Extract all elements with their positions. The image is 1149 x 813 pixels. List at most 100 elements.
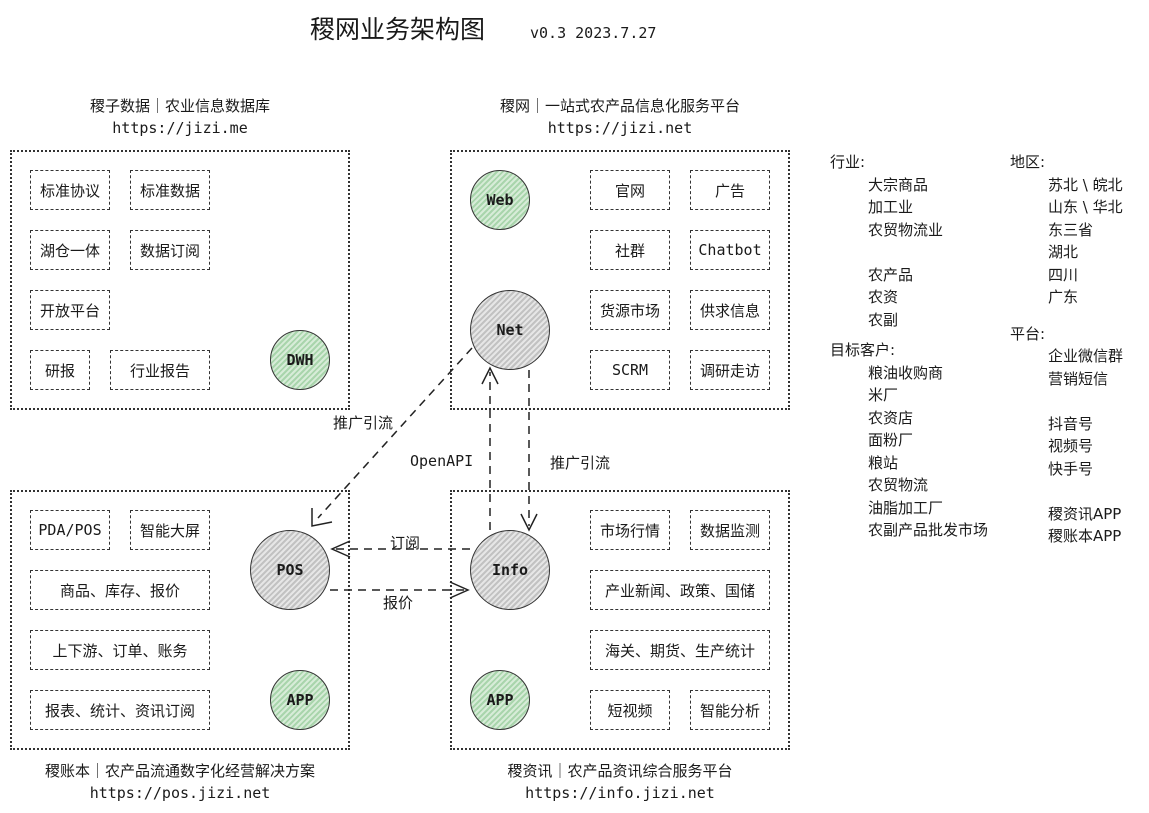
dwh-panel [10,150,350,410]
arrow-openapi-head [481,366,499,385]
box-news-policy-reserve: 产业新闻、政策、国储 [590,570,770,610]
box-supply-demand: 供求信息 [690,290,770,330]
side-column-industry: 行业: 大宗商品 加工业 农贸物流业 农产品 农资 农副 目标客户: 粮油收购商… [830,151,1010,542]
dwh-caption-title: 稷子数据｜农业信息数据库 [89,97,270,115]
box-data-monitoring: 数据监测 [690,510,770,550]
box-reports-stats-subscription: 报表、统计、资讯订阅 [30,690,210,730]
arrow-subscribe-head [330,540,351,558]
product-item: 农产品 [868,265,914,284]
pos-url[interactable]: https://pos.jizi.net [89,784,271,802]
industry-item: 加工业 [868,198,914,216]
label-subscribe: 订阅 [390,534,421,552]
box-customs-futures-stats: 海关、期货、生产统计 [590,630,770,670]
arrow-net-to-pos [317,347,473,519]
pos-caption-title: 稷账本｜农产品流通数字化经营解决方案 [44,762,315,780]
circle-pos-app: APP [270,670,330,730]
platform-item: 稷资讯APP [1048,504,1122,523]
industry-item: 农贸物流业 [868,220,944,239]
info-url[interactable]: https://info.jizi.net [525,784,715,802]
label-net-to-pos: 推广引流 [333,412,394,433]
box-scrm: SCRM [590,350,670,390]
circle-info-app: APP [470,670,530,730]
platform-item: 视频号 [1048,437,1094,455]
region-item: 山东 \ 华北 [1048,198,1123,216]
box-lakehouse: 湖仓一体 [30,230,110,270]
circle-pos: POS [250,530,330,610]
net-panel [450,150,790,410]
box-goods-inventory-quote: 商品、库存、报价 [30,570,210,610]
side-column-region: 地区: 苏北 \ 皖北 山东 \ 华北 东三省 湖北 四川 广东 平台: 企业微… [1010,151,1149,548]
customer-item: 油脂加工厂 [868,498,944,517]
info-caption: 稷资讯｜农产品资讯综合服务平台 https://info.jizi.net [450,760,790,804]
box-industry-report: 行业报告 [110,350,210,390]
region-item: 湖北 [1048,243,1079,261]
dwh-url[interactable]: https://jizi.me [112,119,248,137]
platform-label: 平台: [1010,324,1046,343]
net-caption: 稷网｜一站式农产品信息化服务平台 https://jizi.net [450,95,790,139]
platform-item: 稷账本APP [1048,527,1122,545]
circle-dwh: DWH [270,330,330,390]
region-item: 东三省 [1048,220,1094,239]
box-official-site: 官网 [590,170,670,210]
label-quote: 报价 [383,594,414,612]
arrow-net-to-info-head [520,513,538,532]
circle-dwh-label: DWH [286,351,314,369]
box-field-research: 调研走访 [690,350,770,390]
customer-item: 米厂 [868,386,899,404]
circle-pos-app-label: APP [286,691,314,709]
platform-item: 企业微信群 [1048,347,1124,365]
industry-item: 大宗商品 [868,175,929,194]
customer-label: 目标客户: [830,341,896,359]
net-caption-title: 稷网｜一站式农产品信息化服务平台 [499,97,740,115]
region-item: 苏北 \ 皖北 [1048,175,1123,194]
industry-label: 行业: [830,153,866,171]
platform-item: 抖音号 [1048,414,1094,433]
region-label: 地区: [1010,153,1046,171]
circle-net-label: Net [496,321,524,339]
region-item: 广东 [1048,288,1079,306]
circle-web-label: Web [486,191,514,209]
product-item: 农资 [868,288,899,306]
info-caption-title: 稷资讯｜农产品资讯综合服务平台 [507,762,733,780]
platform-item: 营销短信 [1048,369,1109,388]
circle-info-app-label: APP [486,691,514,709]
label-net-to-info: 推广引流 [550,454,611,472]
net-url[interactable]: https://jizi.net [547,119,693,137]
box-ads: 广告 [690,170,770,210]
box-research: 研报 [30,350,90,390]
box-standard-protocol: 标准协议 [30,170,110,210]
box-data-subscription: 数据订阅 [130,230,210,270]
dwh-caption: 稷子数据｜农业信息数据库 https://jizi.me [10,95,350,139]
customer-item: 粮油收购商 [868,363,944,382]
customer-item: 农资店 [868,408,914,427]
platform-item: 快手号 [1048,459,1094,478]
box-supply-market: 货源市场 [590,290,670,330]
customer-item: 农副产品批发市场 [868,521,989,539]
page-title: 稷网业务架构图 [310,15,486,44]
box-short-video: 短视频 [590,690,670,730]
box-pda-pos: PDA/POS [30,510,110,550]
product-item: 农副 [868,310,899,329]
pos-caption: 稷账本｜农产品流通数字化经营解决方案 https://pos.jizi.net [10,760,350,804]
box-community: 社群 [590,230,670,270]
label-openapi: OpenAPI [410,452,474,470]
region-item: 四川 [1048,265,1079,284]
circle-net: Net [470,290,550,370]
box-smart-analysis: 智能分析 [690,690,770,730]
circle-info: Info [470,530,550,610]
pos-panel [10,490,350,750]
box-smart-screen: 智能大屏 [130,510,210,550]
circle-web: Web [470,170,530,230]
box-chatbot: Chatbot [690,230,770,270]
circle-info-label: Info [491,561,529,579]
version-label: v0.3 2023.7.27 [530,24,657,42]
arrow-quote-head [449,581,470,599]
circle-pos-label: POS [276,561,304,579]
customer-item: 粮站 [868,453,899,472]
info-panel [450,490,790,750]
box-open-platform: 开放平台 [30,290,110,330]
box-standard-data: 标准数据 [130,170,210,210]
customer-item: 面粉厂 [868,431,914,449]
box-upstream-orders-accounts: 上下游、订单、账务 [30,630,210,670]
